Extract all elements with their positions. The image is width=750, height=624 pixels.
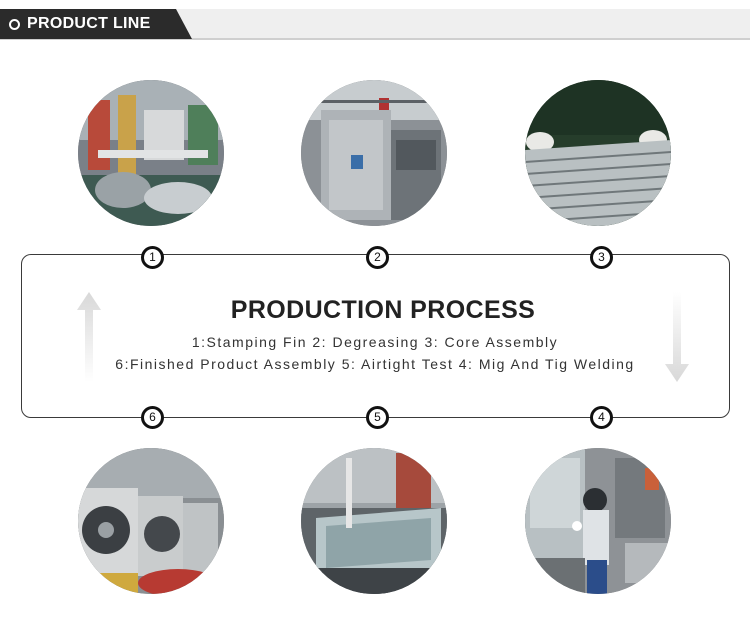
step-badge-4: 4: [590, 406, 613, 429]
photo-airtight-test: [301, 448, 447, 594]
step-badge-2: 2: [366, 246, 389, 269]
photo-finished-product-assembly: [78, 448, 224, 594]
header-underline: [0, 38, 750, 40]
arrow-down-icon: [665, 292, 689, 382]
step-badge-1: 1: [141, 246, 164, 269]
step-badge-6: 6: [141, 406, 164, 429]
photo-degreasing: [301, 80, 447, 226]
circle-bullet-icon: [9, 19, 20, 30]
step-badge-5: 5: [366, 406, 389, 429]
step-badge-3: 3: [590, 246, 613, 269]
process-steps-line-2: 6:Finished Product Assembly 5: Airtight …: [115, 356, 635, 372]
process-steps-line-1: 1:Stamping Fin 2: Degreasing 3: Core Ass…: [191, 334, 559, 350]
arrow-up-icon: [77, 292, 101, 382]
photo-mig-tig-welding: [525, 448, 671, 594]
section-title: PRODUCT LINE: [27, 15, 151, 32]
section-tab: PRODUCT LINE: [0, 9, 192, 39]
process-title: PRODUCTION PROCESS: [230, 296, 536, 324]
photo-stamping-fin: [78, 80, 224, 226]
photo-core-assembly: [525, 80, 671, 226]
